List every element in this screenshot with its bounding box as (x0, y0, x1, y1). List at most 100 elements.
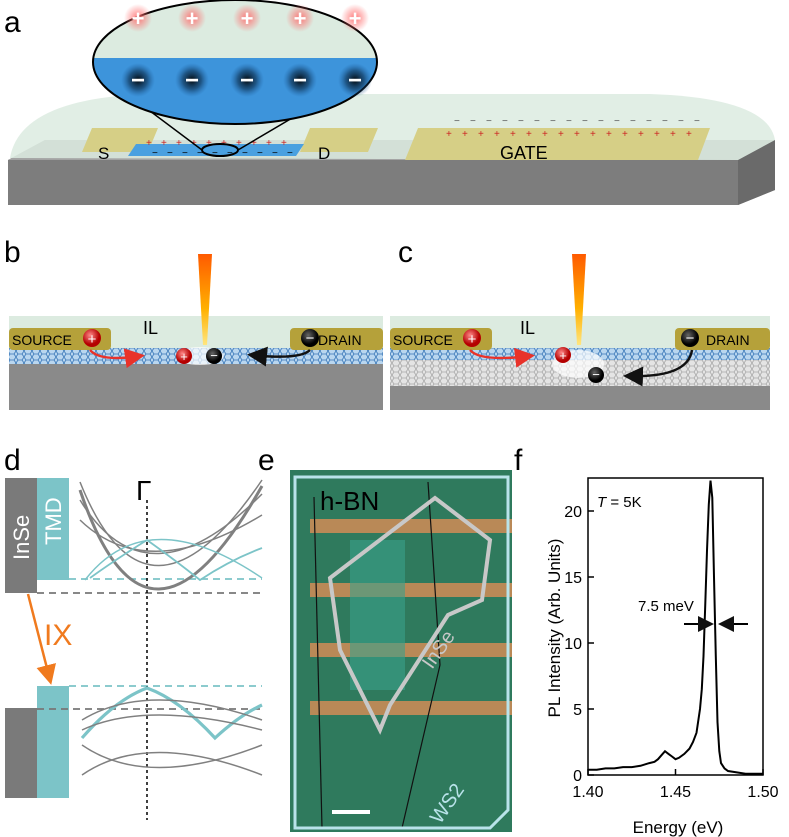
b-laser-beam (198, 254, 212, 345)
panel-a-letter: a (4, 6, 21, 39)
channel-plus-charge: + (206, 138, 212, 149)
channel-minus-charge: − (287, 148, 293, 159)
e-hbn-edge-left (313, 496, 323, 829)
channel-plus-charge: + (161, 138, 167, 149)
f-plot-frame (587, 477, 764, 776)
gate-minus-charge: − (694, 116, 700, 127)
gate-plus-charge: + (606, 129, 612, 140)
gate-minus-charge: − (550, 116, 556, 127)
zoom-minus-charge: − (131, 67, 145, 94)
gate-plus-charge: + (670, 129, 676, 140)
d-cb-1 (79, 479, 263, 567)
c-drain-electrode (675, 328, 770, 350)
c-laser-beam (572, 254, 586, 345)
c-hole-sign: + (468, 331, 477, 348)
channel-layer (128, 144, 304, 156)
zoom-plus-glow (286, 4, 314, 32)
gate-minus-charge: − (614, 116, 620, 127)
drain-electrode (300, 128, 378, 152)
d-tmd-cb-curve-2 (84, 538, 263, 581)
zoom-minus-glow (121, 63, 155, 97)
c-source-label: SOURCE (393, 332, 453, 348)
zoom-minus-glow (230, 63, 264, 97)
channel-minus-charge: − (257, 148, 263, 159)
zoom-plus-charge: + (294, 6, 307, 31)
gate-plus-charge: + (446, 129, 452, 140)
f-temperature-value: = 5K (606, 494, 641, 511)
channel-plus-charge: + (251, 138, 257, 149)
d-vb-3 (81, 744, 263, 769)
d-cb-2 (78, 485, 264, 591)
d-ix-arrow (26, 593, 56, 685)
zoom-plus-charge: + (132, 6, 145, 31)
gate-minus-charge: − (598, 116, 604, 127)
channel-plus-charge: + (146, 138, 152, 149)
gate-plus-charge: + (654, 129, 660, 140)
b-electron-sign: − (306, 330, 315, 347)
d-cb-4 (79, 514, 263, 553)
gate-plus-charge: + (542, 129, 548, 140)
d-inse-block-top (5, 478, 37, 593)
c-electron-channel-sign: − (592, 367, 600, 382)
gate-plus-charge: + (622, 129, 628, 140)
zoom-plus-charge: + (241, 6, 254, 31)
c-hole-channel (555, 347, 571, 363)
zoom-minus-charge: − (185, 67, 199, 94)
zoom-charges: +−+−+−+−+− (121, 4, 372, 97)
panel-a: a S D GATE −+−+−+−+−+−+−+−+−+−+−+−+−+−+−… (4, 0, 775, 205)
channel-plus-charge: + (236, 138, 242, 149)
gate-minus-charge: − (502, 116, 508, 127)
e-hbn-edge-right (401, 481, 441, 829)
gate-plus-charge: + (574, 129, 580, 140)
d-vb-1 (81, 699, 263, 721)
zoom-minus-glow (338, 63, 372, 97)
e-ws2-outline (293, 475, 510, 830)
channel-plus-charge: + (281, 138, 287, 149)
gate-minus-charge: − (646, 116, 652, 127)
panel-c: c SOURCE DRAIN IL + − + − (390, 236, 770, 410)
zoom-plus-glow (233, 4, 261, 32)
c-hole-at-source (463, 329, 481, 347)
gate-plus-charge: + (510, 129, 516, 140)
gate-plus-charge: + (526, 129, 532, 140)
gate-plus-charge: + (686, 129, 692, 140)
e-stripe-1 (310, 519, 512, 533)
gate-minus-charge: − (582, 116, 588, 127)
zoom-plus-charge: + (186, 6, 199, 31)
c-electron-sign: − (686, 330, 695, 347)
d-inse-block-bottom (5, 708, 37, 798)
zoom-minus-glow (283, 63, 317, 97)
b-hole-channel-sign: + (180, 349, 188, 364)
channel-minus-charge: − (212, 148, 218, 159)
e-inse-outline (327, 495, 493, 735)
b-source-label: SOURCE (12, 332, 72, 348)
f-linewidth-label: 7.5 meV (638, 598, 694, 615)
gate-plus-charge: + (494, 129, 500, 140)
d-tmd-block-top (37, 478, 69, 580)
gate-electrode (405, 128, 710, 160)
d-ix-label: IX (44, 619, 72, 652)
gate-minus-charge: − (518, 116, 524, 127)
panel-d-letter: d (4, 444, 21, 477)
b-il-label: IL (143, 318, 158, 338)
b-electron-at-drain (301, 329, 319, 347)
panel-d: d InSe TMD Γ IX (4, 444, 264, 820)
zoom-minus-charge: − (240, 67, 254, 94)
f-y-tick-label: 15 (564, 570, 582, 587)
gate-minus-charge: − (566, 116, 572, 127)
b-hole-channel (176, 348, 192, 364)
d-inse-label: InSe (9, 515, 34, 560)
panel-b: b SOURCE DRAIN IL + − + − (4, 236, 383, 410)
c-electron-at-drain (681, 329, 699, 347)
d-cb-3 (79, 493, 263, 555)
d-vb-2 (81, 714, 263, 731)
gate-label: GATE (500, 143, 548, 163)
zoom-plus-glow (178, 4, 206, 32)
b-drain-label: DRAIN (318, 332, 362, 348)
f-pl-spectrum (588, 480, 763, 775)
d-tmd-block-bottom (37, 686, 69, 798)
zoom-plus-glow (124, 4, 152, 32)
gate-minus-charge: − (454, 116, 460, 127)
